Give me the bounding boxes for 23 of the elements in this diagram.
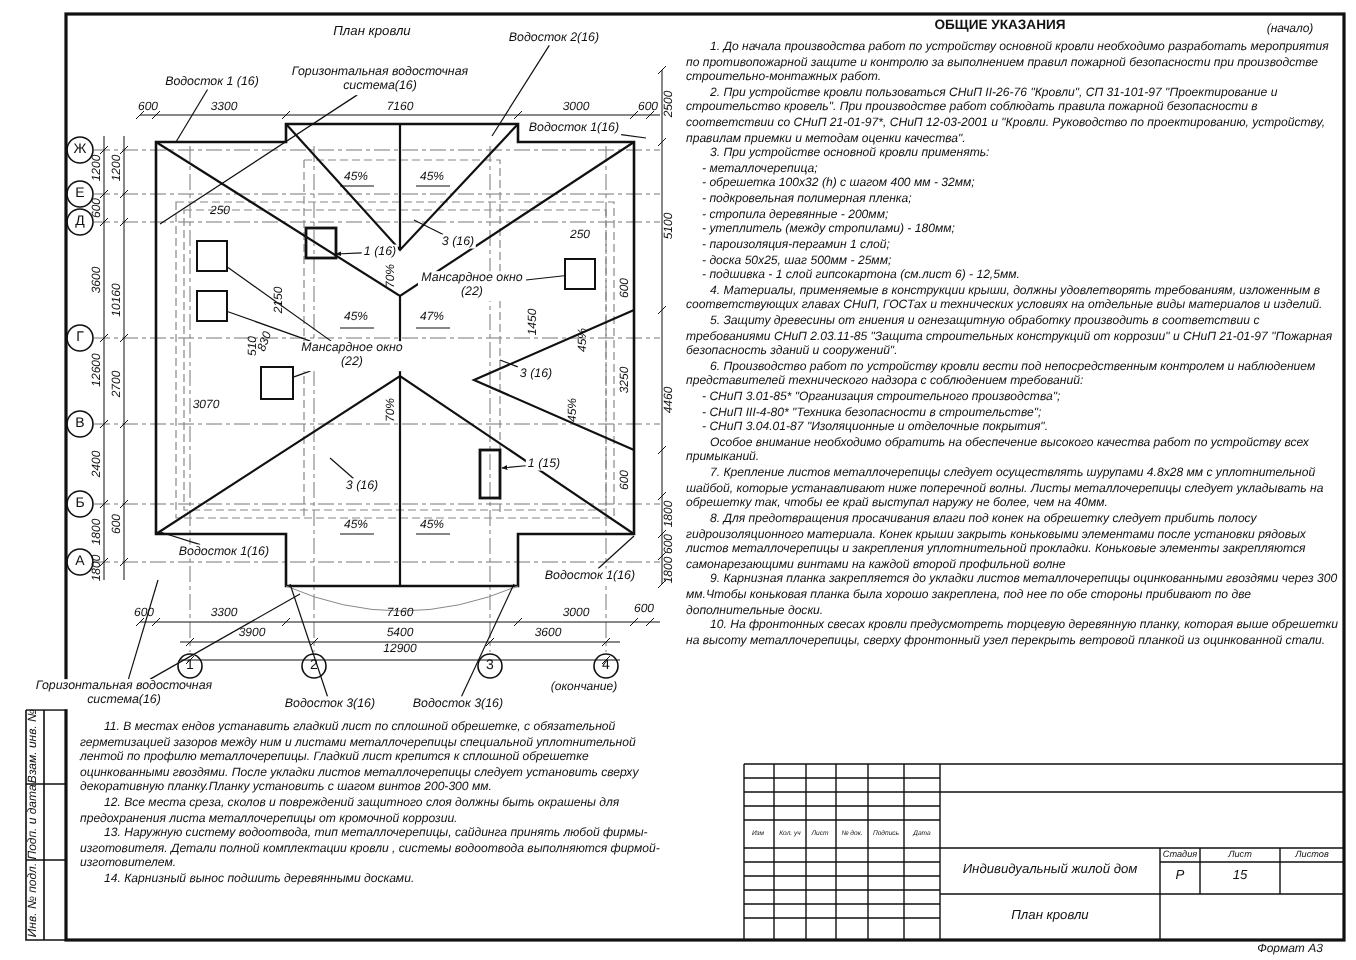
- leader-line: [175, 88, 209, 143]
- leader-line: [289, 583, 329, 698]
- leader-line: [159, 94, 358, 225]
- leader-line: [127, 579, 159, 680]
- roof-window-symbol: [196, 290, 228, 322]
- leader-line: [293, 370, 312, 378]
- leader-line: [227, 311, 311, 342]
- leader-line: [329, 457, 355, 480]
- leader-line: [149, 593, 301, 680]
- leader-line: [620, 133, 647, 139]
- leader-line: [413, 219, 444, 236]
- roof-window-symbol: [564, 258, 596, 290]
- leader-line: [159, 531, 201, 546]
- leader-line: [491, 44, 550, 137]
- leader-line: [597, 535, 635, 570]
- leader-line: [501, 465, 527, 470]
- roof-window-symbol: [196, 240, 228, 272]
- leader-line: [460, 583, 515, 698]
- roof-window-symbol: [260, 366, 294, 400]
- leader-line: [227, 266, 332, 342]
- leader-line: [335, 251, 363, 257]
- leader-line: [499, 359, 519, 368]
- leader-line: [525, 275, 565, 281]
